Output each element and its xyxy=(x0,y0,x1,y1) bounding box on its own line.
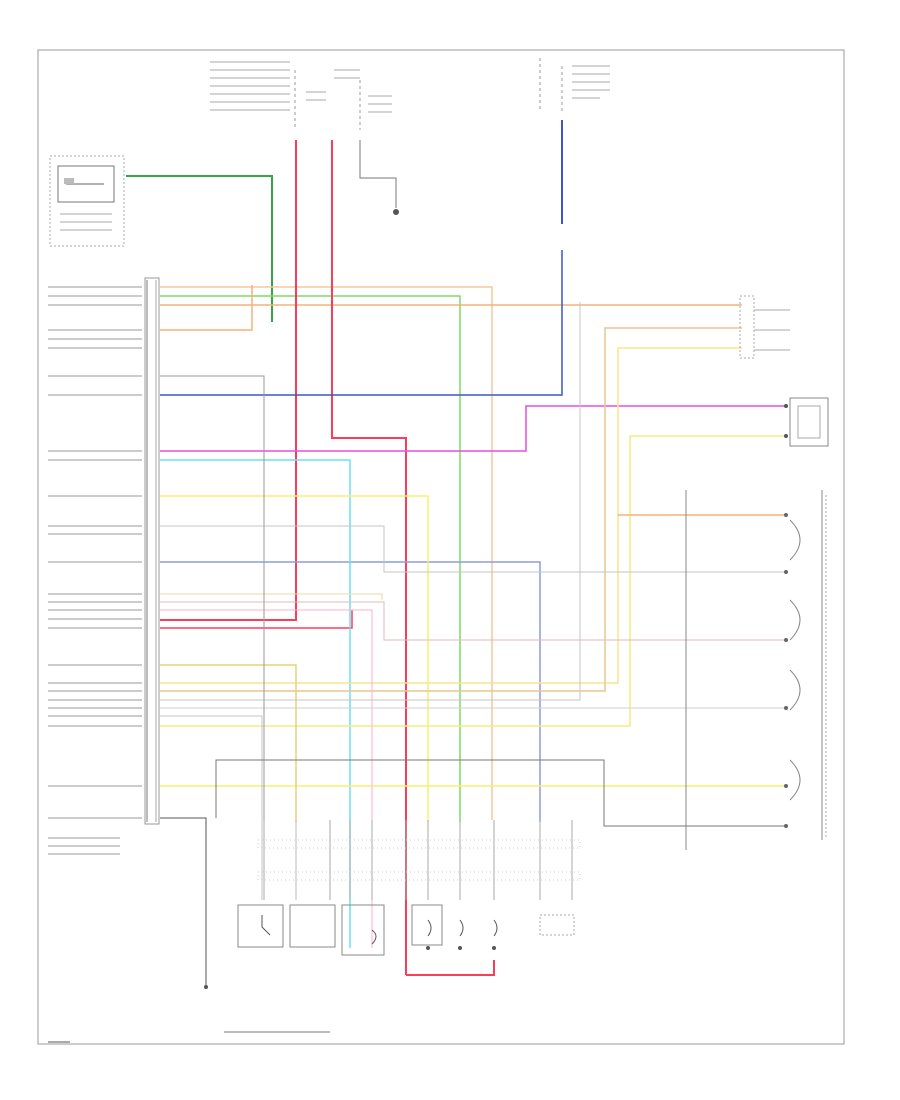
ground-symbol xyxy=(204,980,208,989)
tcm-pin-labels xyxy=(48,286,142,855)
wire-blue-2 xyxy=(160,561,541,822)
wire-tan-2 xyxy=(160,664,297,822)
top-fuse-feed-right xyxy=(334,69,392,130)
wire-gray-5 xyxy=(160,715,263,900)
wire-orange-sensor xyxy=(160,285,253,331)
wire-gray-2 xyxy=(160,601,786,641)
wire-black-loop xyxy=(160,375,265,822)
tcm-connector xyxy=(144,277,160,825)
top-left-component xyxy=(49,155,125,247)
wire-orange-upper xyxy=(160,286,493,820)
wire-cyan xyxy=(160,459,351,948)
transmission-components xyxy=(237,904,575,956)
top-fuse-feed-left xyxy=(210,61,326,130)
wire-red-feed-2 xyxy=(331,140,407,975)
range-switch xyxy=(685,490,827,850)
wire-gray-1 xyxy=(160,525,786,573)
wire-red-tcm xyxy=(160,610,353,629)
diagram-frame xyxy=(37,49,845,1045)
wire-red-bottom xyxy=(406,960,495,976)
right-purple-component xyxy=(784,397,829,447)
wire-tan-3 xyxy=(160,593,383,600)
right-top-connector xyxy=(739,295,790,359)
wire-red-feed xyxy=(160,140,297,621)
wire-black-bottom xyxy=(215,759,786,827)
wire-yellow-1 xyxy=(160,495,429,822)
component-caption-marks xyxy=(48,1031,330,1043)
wire-purple xyxy=(160,405,786,452)
wire-light-green xyxy=(160,295,461,822)
wire-gray-3 xyxy=(160,302,581,701)
wire-tan-1 xyxy=(160,327,742,692)
wire-green xyxy=(126,175,273,322)
bottom-connectors xyxy=(257,820,581,900)
wire-yellow-3 xyxy=(160,435,786,727)
top-right-fuse-feed xyxy=(539,58,610,112)
wire-black-ground xyxy=(160,817,207,980)
wire-blue xyxy=(160,250,563,396)
wire-pink xyxy=(160,609,373,948)
wire-top-feed-2 xyxy=(359,140,397,208)
